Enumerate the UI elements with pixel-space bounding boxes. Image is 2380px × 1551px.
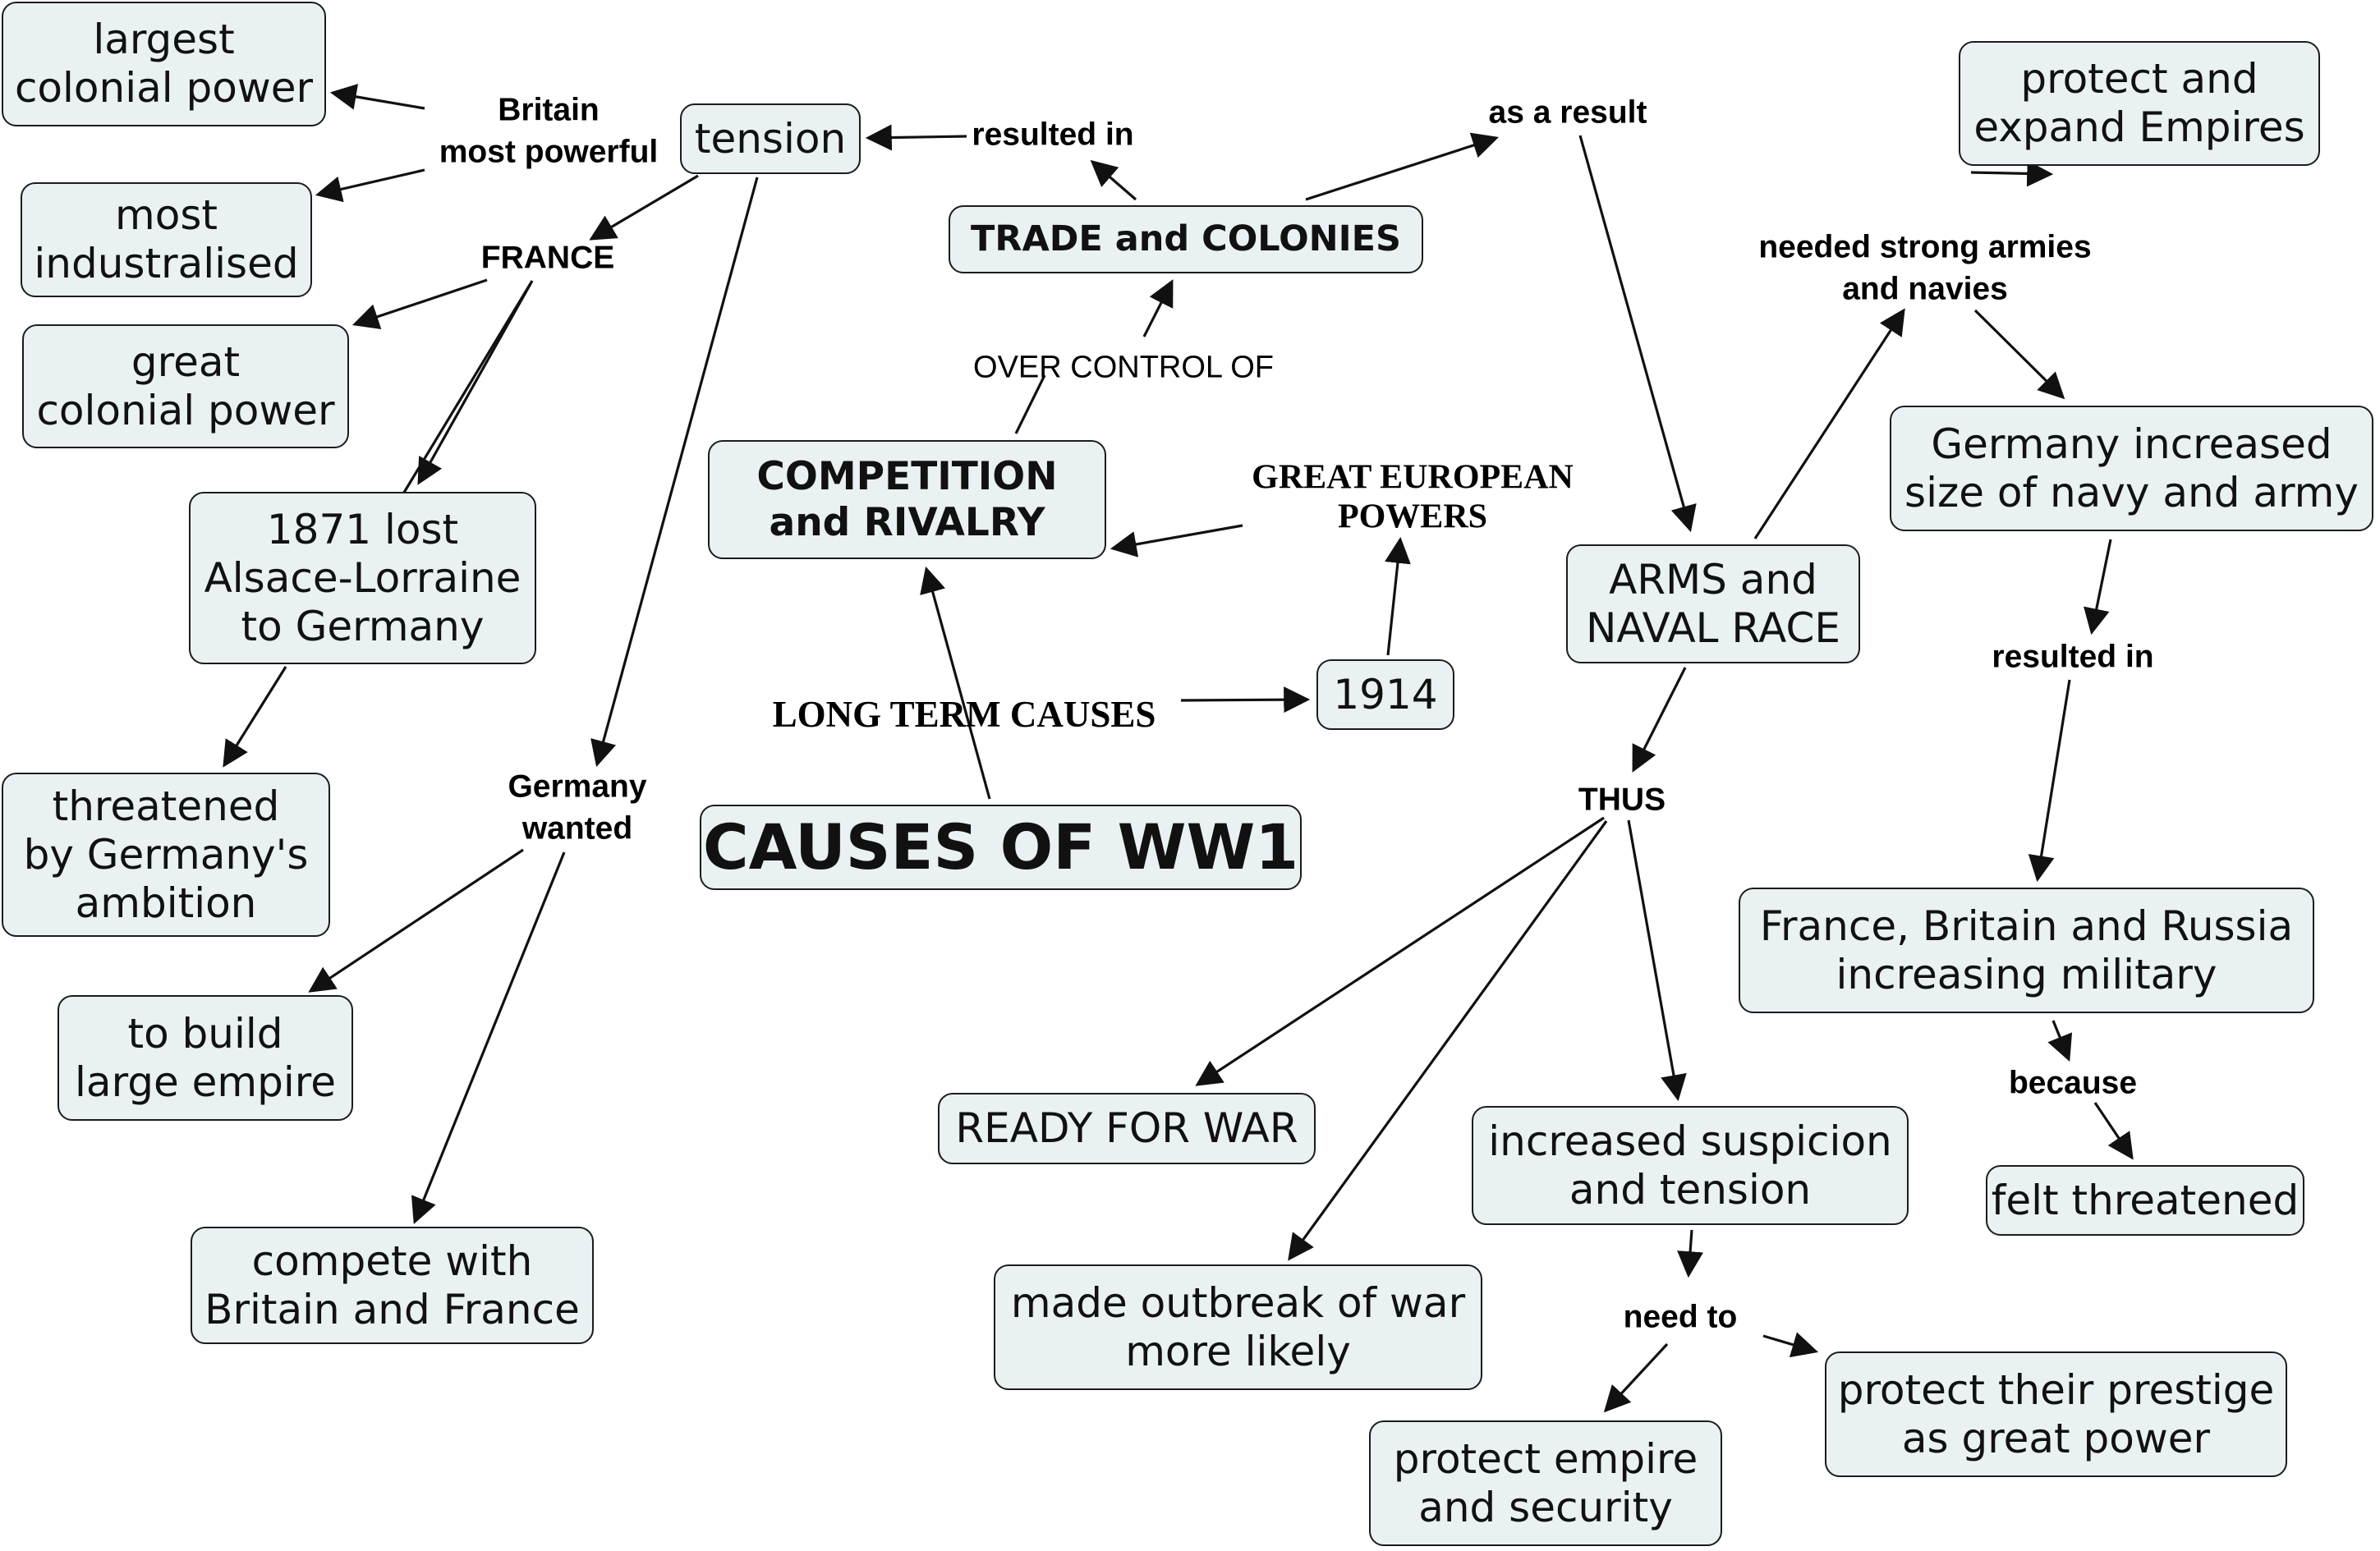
- node-most-industrialised: most industralised: [21, 182, 312, 297]
- label-over-control-of: OVER CONTROL OF: [973, 350, 1274, 385]
- connector-arrow-3: [1385, 536, 1411, 656]
- node-ready-for-war: READY FOR WAR: [938, 1093, 1316, 1164]
- connector-arrow-9: [1305, 132, 1500, 201]
- node-germany-increased-navy-army: Germany increased size of navy and army: [1890, 406, 2373, 531]
- connector-arrow-21: [1627, 819, 1687, 1102]
- label-long-term-causes: LONG TERM CAUSES: [772, 694, 1156, 736]
- node-protect-empire-security: protect empire and security: [1369, 1420, 1722, 1546]
- label-resulted-in-military: resulted in: [1992, 639, 2154, 675]
- connector-arrow-17: [2093, 1102, 2134, 1160]
- node-increased-suspicion-tension: increased suspicion and tension: [1472, 1106, 1909, 1225]
- connector-arrow-8: [865, 124, 967, 151]
- label-resulted-in-trade: resulted in: [972, 117, 1134, 153]
- node-arms-and-naval-race: ARMS and NAVAL RACE: [1566, 544, 1860, 663]
- connector-arrow-14: [2084, 539, 2112, 636]
- node-france-britain-russia-military: France, Britain and Russia increasing mi…: [1739, 888, 2314, 1013]
- connector-arrow-12: [1973, 309, 2065, 400]
- connector-arrow-24: [1762, 1332, 1819, 1358]
- connector-arrow-4: [1110, 524, 1243, 558]
- connector-arrow-26: [315, 168, 425, 203]
- connector-arrow-7: [1090, 159, 1137, 201]
- connector-arrow-18: [1632, 667, 1687, 773]
- label-great-european-powers: GREAT EUROPEAN POWERS: [1252, 458, 1574, 536]
- node-causes-of-ww1: CAUSES OF WW1: [700, 805, 1302, 890]
- connector-arrow-13: [1970, 160, 2054, 187]
- label-because: because: [2008, 1065, 2138, 1101]
- node-protect-and-expand-empires: protect and expand Empires: [1959, 41, 2320, 166]
- label-germany-wanted: Germany wanted: [508, 769, 647, 846]
- label-britain-most-powerful: Britain most powerful: [439, 92, 659, 169]
- node-felt-threatened: felt threatened: [1986, 1165, 2304, 1236]
- connector-arrow-30: [417, 280, 534, 485]
- label-need-to: need to: [1623, 1299, 1738, 1335]
- connector-arrow-34: [411, 851, 566, 1224]
- node-competition-and-rivalry: COMPETITION and RIVALRY: [708, 440, 1106, 559]
- connector-arrow-6: [1142, 279, 1174, 337]
- connector-arrow-33: [308, 848, 524, 993]
- node-build-large-empire: to build large empire: [57, 995, 353, 1121]
- label-france: FRANCE: [480, 240, 615, 276]
- connector-arrow-19: [1195, 816, 1605, 1086]
- node-lost-alsace-lorraine: 1871 lost Alsace-Lorraine to Germany: [189, 492, 536, 664]
- connector-arrow-28: [351, 278, 488, 330]
- connector-arrow-31: [223, 666, 287, 768]
- label-thus: THUS: [1578, 782, 1666, 818]
- node-tension: tension: [680, 103, 861, 174]
- node-trade-and-colonies: TRADE and COLONIES: [949, 205, 1423, 273]
- node-protect-prestige: protect their prestige as great power: [1825, 1351, 2287, 1477]
- node-compete-with-britain-france: compete with Britain and France: [191, 1227, 594, 1344]
- label-needed-strong-armies: needed strong armies and navies: [1758, 229, 2092, 306]
- connector-arrow-20: [1288, 820, 1608, 1261]
- connector-arrow-22: [1677, 1229, 1704, 1278]
- connector-arrow-5: [1014, 374, 1046, 434]
- connector-arrow-10: [1578, 135, 1697, 533]
- connector-arrow-11: [1753, 308, 1905, 539]
- connector-arrow-32: [590, 177, 759, 768]
- connector-arrow-15: [2028, 679, 2071, 883]
- node-largest-colonial-power: largest colonial power: [2, 2, 326, 126]
- node-1914: 1914: [1316, 659, 1454, 730]
- connector-arrow-27: [589, 174, 699, 241]
- node-great-colonial-power: great colonial power: [22, 324, 349, 448]
- connector-arrow-1: [920, 566, 991, 800]
- node-threatened-by-germany: threatened by Germany's ambition: [2, 773, 330, 937]
- label-as-a-result: as a result: [1488, 94, 1647, 131]
- connector-arrow-23: [1603, 1342, 1669, 1413]
- connector-arrow-16: [2047, 1020, 2073, 1062]
- connector-arrow-25: [329, 84, 425, 110]
- node-outbreak-more-likely: made outbreak of war more likely: [994, 1264, 1482, 1390]
